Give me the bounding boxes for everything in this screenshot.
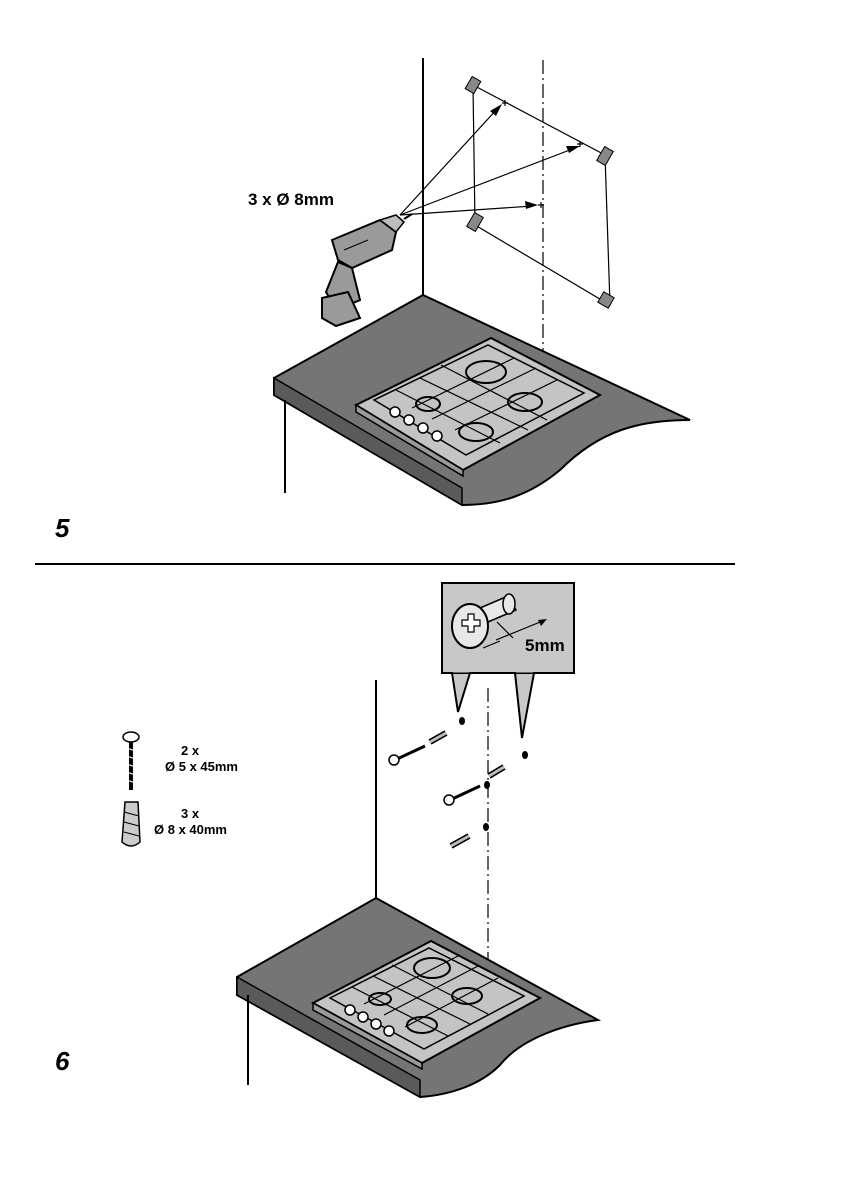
drill-arrows [400,104,580,215]
detail-gap-label: 5mm [525,636,565,655]
step-5-illustration: 3 x Ø 8mm [55,58,690,543]
plug-icon [430,733,446,742]
tape-bottom-right [598,292,614,308]
plug-icon [451,836,469,846]
step-number-6: 6 [55,1046,70,1076]
plug-icon [489,767,504,776]
screw-icon [389,746,425,765]
drill-size-label: 3 x Ø 8mm [248,190,334,209]
wall-plug-part-icon [122,802,140,846]
plug-quantity: 3 x [181,806,200,821]
tape-right [597,147,614,166]
screw-size: Ø 5 x 45mm [165,759,238,774]
screw-quantity: 2 x [181,743,200,758]
plug-size: Ø 8 x 40mm [154,822,227,837]
template-outline [473,85,610,305]
screw-part-icon [123,732,139,790]
step-6-illustration: 5mm [55,583,598,1097]
parts-legend: 2 x Ø 5 x 45mm 3 x Ø 8 x 40mm [122,732,238,846]
tape-top-left [465,76,481,93]
screw-icon [444,786,480,805]
screw-detail-callout: 5mm [442,583,574,738]
step-number-5: 5 [55,513,70,543]
